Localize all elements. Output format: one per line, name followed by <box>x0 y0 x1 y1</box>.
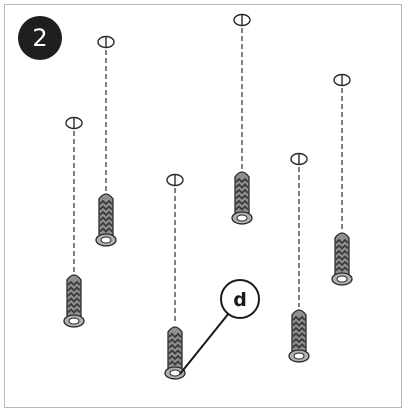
drill-marker-icon <box>97 35 115 49</box>
wall-plug-icon <box>231 171 253 225</box>
wall-plug-4 <box>164 173 186 380</box>
wall-plug-5 <box>288 152 310 363</box>
drill-marker-icon <box>233 13 251 27</box>
drill-marker-icon <box>333 73 351 87</box>
wall-plug-3 <box>63 116 85 328</box>
drill-marker-icon <box>65 116 83 130</box>
step-number-badge: 2 <box>18 16 62 60</box>
instruction-panel <box>4 4 402 408</box>
drill-marker-icon <box>290 152 308 166</box>
wall-plug-2 <box>231 13 253 225</box>
callout-label: d <box>233 289 247 311</box>
callout-d: d <box>179 279 260 375</box>
step-number: 2 <box>32 24 48 52</box>
wall-plug-6 <box>331 73 353 286</box>
callout-leader-line <box>179 312 230 375</box>
wall-plug-icon <box>164 326 186 380</box>
wall-plug-icon <box>331 232 353 286</box>
wall-plug-icon <box>288 309 310 363</box>
callout-circle <box>220 279 260 319</box>
wall-plugs-group <box>63 13 353 380</box>
wall-plug-icon <box>63 274 85 328</box>
drill-marker-icon <box>166 173 184 187</box>
wall-plug-1 <box>95 35 117 247</box>
wall-plug-icon <box>95 193 117 247</box>
